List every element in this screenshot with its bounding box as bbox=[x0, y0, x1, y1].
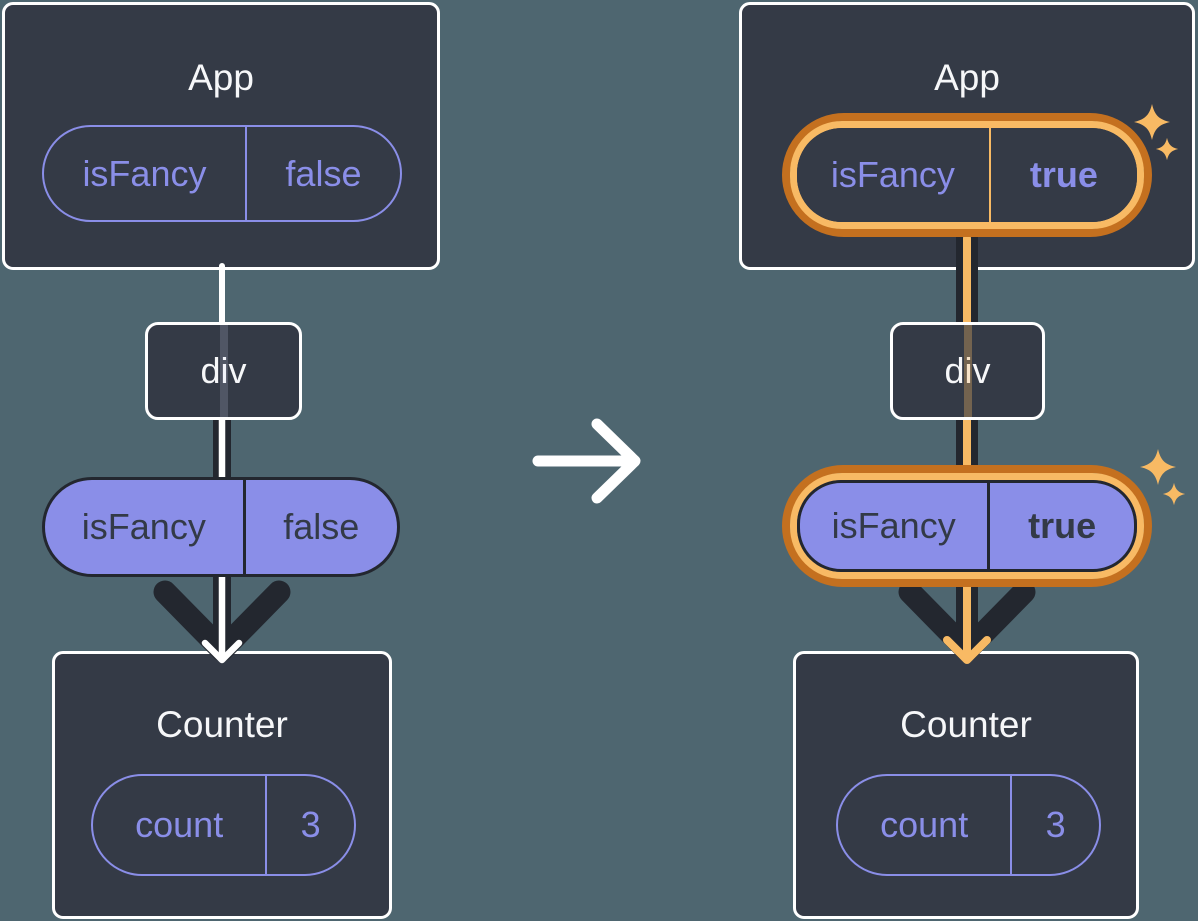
prop-value-cell: false bbox=[283, 506, 360, 547]
flow-arrow-after bbox=[898, 227, 1036, 664]
before-app-title: App bbox=[188, 57, 254, 98]
before-div-label: div bbox=[200, 350, 247, 391]
ghost-line-stripe bbox=[219, 325, 228, 417]
after-app-prop-pill-highlight-ring: isFancy true bbox=[782, 113, 1152, 237]
prop-name-cell: isFancy bbox=[44, 127, 247, 220]
sparkles-icon bbox=[1140, 449, 1186, 506]
state-name-cell: count bbox=[93, 776, 268, 874]
prop-name-cell: isFancy bbox=[797, 128, 991, 222]
highlight-ring-inner: isFancy true bbox=[790, 121, 1144, 229]
highlight-ring-inner: isFancy true bbox=[790, 473, 1144, 579]
prop-name-cell: isFancy bbox=[45, 480, 246, 574]
state-value-cell: 3 bbox=[300, 804, 321, 845]
after-counter-title: Counter bbox=[900, 704, 1032, 745]
prop-value-cell: true bbox=[1029, 154, 1098, 195]
after-app-title: App bbox=[934, 57, 1000, 98]
before-counter-title: Counter bbox=[156, 704, 288, 745]
before-div-box: div bbox=[145, 322, 302, 420]
ghost-line-stripe bbox=[963, 325, 972, 417]
before-app-prop-pill: isFancy false bbox=[42, 125, 402, 222]
after-count-state-pill: count 3 bbox=[836, 774, 1101, 876]
transition-arrow-icon bbox=[532, 418, 641, 504]
state-value-cell: 3 bbox=[1045, 804, 1066, 845]
before-count-state-pill: count 3 bbox=[91, 774, 356, 876]
after-div-box: div bbox=[890, 322, 1045, 420]
before-counter-box: Counter count 3 bbox=[52, 651, 392, 919]
after-div-label: div bbox=[944, 350, 991, 391]
prop-name-cell: isFancy bbox=[800, 483, 991, 569]
after-flow-prop-pill: isFancy true bbox=[797, 480, 1137, 572]
before-flow-prop-pill: isFancy false bbox=[42, 477, 400, 577]
state-name-cell: count bbox=[838, 776, 1013, 874]
prop-value-cell: false bbox=[285, 152, 362, 194]
after-counter-box: Counter count 3 bbox=[793, 651, 1139, 919]
after-app-prop-pill: isFancy true bbox=[797, 128, 1137, 222]
prop-value-cell: true bbox=[1028, 505, 1097, 546]
after-flow-prop-pill-highlight-ring: isFancy true bbox=[782, 465, 1152, 587]
